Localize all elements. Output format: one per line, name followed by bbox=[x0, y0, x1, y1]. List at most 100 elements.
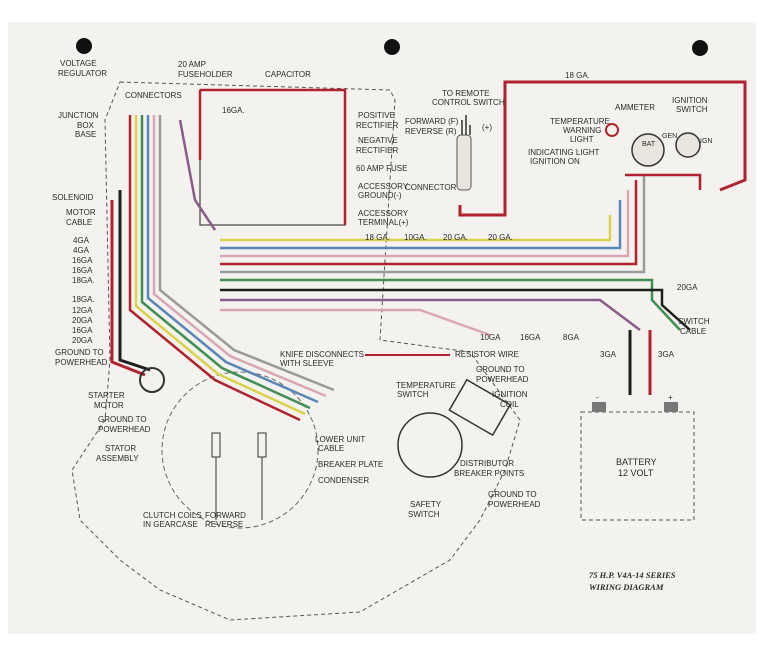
label-reverse: REVERSE (R) bbox=[405, 127, 457, 136]
label-ammeter: AMMETER bbox=[615, 103, 655, 112]
starter-motor bbox=[139, 367, 165, 393]
label-connector: CONNECTOR bbox=[405, 183, 457, 192]
label-gauge-left-2: 4GA bbox=[73, 246, 90, 255]
label-stator-assembly-2: ASSEMBLY bbox=[96, 454, 139, 463]
punch-hole-right bbox=[692, 40, 708, 56]
label-gauge-left-7: 12GA bbox=[72, 306, 93, 315]
label-indicating-light: INDICATING LIGHT bbox=[528, 148, 600, 157]
label-gauge-left-6: 18GA. bbox=[72, 295, 95, 304]
label-gauge-left-3: 16GA bbox=[72, 256, 93, 265]
label-gauge-left-8: 20GA bbox=[72, 316, 93, 325]
label-10ga-bottom: 10GA bbox=[480, 333, 501, 342]
battery-terminal-negative bbox=[592, 402, 606, 412]
punch-hole-center bbox=[384, 39, 400, 55]
label-negative-rectifier-2: RECTIFIER bbox=[356, 146, 398, 155]
paper-background bbox=[8, 22, 756, 634]
label-temperature-warning-light-2: WARNING bbox=[563, 126, 601, 135]
battery-terminal-positive bbox=[664, 402, 678, 412]
stator-circle bbox=[161, 371, 319, 529]
label-starter-motor-2: MOTOR bbox=[94, 401, 124, 410]
label-ignition-switch: IGNITION bbox=[672, 96, 708, 105]
label-knife-disconnects-2: WITH SLEEVE bbox=[280, 359, 334, 368]
label-lower-unit-cable-2: CABLE bbox=[318, 444, 344, 453]
label-starter-motor: STARTER bbox=[88, 391, 125, 400]
label-ground-powerhead-right-2: POWERHEAD bbox=[476, 375, 529, 384]
diagram-labels: VOLTAGE REGULATOR CONNECTORS 20 AMP FUSE… bbox=[52, 59, 712, 592]
label-temperature-switch-2: SWITCH bbox=[397, 390, 429, 399]
label-lower-unit-cable: LOWER UNIT bbox=[315, 435, 365, 444]
label-bus-10ga: 10GA. bbox=[404, 233, 427, 242]
label-solenoid: SOLENOID bbox=[52, 193, 94, 202]
label-stator-assembly: STATOR bbox=[105, 444, 136, 453]
label-ground-powerhead-bottom-2: POWERHEAD bbox=[488, 500, 541, 509]
label-bus-20ga-a: 20 GA. bbox=[443, 233, 468, 242]
temperature-warning-light bbox=[605, 123, 619, 137]
ammeter-gauge bbox=[631, 133, 665, 167]
label-60-amp-fuse: 60 AMP FUSE bbox=[356, 164, 407, 173]
label-indicating-light-2: IGNITION ON bbox=[530, 157, 580, 166]
label-motor-cable: MOTOR bbox=[66, 208, 96, 217]
label-ground-powerhead-top-2: POWERHEAD bbox=[55, 358, 108, 367]
label-safety-switch: SAFETY bbox=[410, 500, 442, 509]
distributor-circle bbox=[397, 412, 463, 478]
label-gauge-left-5: 18GA. bbox=[72, 276, 95, 285]
label-forward: FORWARD (F) bbox=[405, 117, 459, 126]
remote-connector-leads bbox=[461, 115, 471, 135]
ignition-switch-gauge bbox=[675, 132, 701, 158]
main-bus-cable bbox=[220, 175, 691, 337]
label-temperature-warning-light: TEMPERATURE bbox=[550, 117, 610, 126]
label-battery-plus: + bbox=[668, 393, 673, 402]
label-connectors: CONNECTORS bbox=[125, 91, 182, 100]
label-ground-powerhead-left: GROUND TO bbox=[98, 415, 147, 424]
label-gauge-left-1: 4GA bbox=[73, 236, 90, 245]
label-voltage-regulator: VOLTAGE bbox=[60, 59, 97, 68]
label-3ga-right: 3GA bbox=[658, 350, 675, 359]
label-to-remote: TO REMOTE bbox=[442, 89, 489, 98]
label-resistor-wire: RESISTOR WIRE bbox=[455, 350, 519, 359]
label-8ga-bottom: 8GA bbox=[563, 333, 580, 342]
wiring-harness bbox=[110, 115, 335, 422]
wire-junction-red bbox=[198, 88, 347, 225]
label-fuseholder-2: FUSEHOLDER bbox=[178, 70, 233, 79]
label-ignition-coil: IGNITION bbox=[492, 390, 528, 399]
label-clutch-coils-2: IN GEARCASE bbox=[143, 520, 198, 529]
label-gauge-left-9: 16GA bbox=[72, 326, 93, 335]
label-battery-2: 12 VOLT bbox=[618, 468, 654, 478]
label-capacitor: CAPACITOR bbox=[265, 70, 311, 79]
label-gauge-left-4: 16GA bbox=[72, 266, 93, 275]
label-bat: BAT bbox=[642, 141, 656, 148]
label-distributor: DISTRIBUTOR bbox=[460, 459, 514, 468]
label-18ga-top: 18 GA. bbox=[565, 71, 590, 80]
label-switch-cable-2: CABLE bbox=[680, 327, 706, 336]
label-junction-box: JUNCTION bbox=[58, 111, 99, 120]
label-bus-18ga: 18 GA. bbox=[365, 233, 390, 242]
label-gauge-left-10: 20GA bbox=[72, 336, 93, 345]
ignition-coil bbox=[448, 378, 512, 437]
label-knife-disconnects: KNIFE DISCONNECTS bbox=[280, 350, 364, 359]
label-safety-switch-2: SWITCH bbox=[408, 510, 440, 519]
wire-instrument-red bbox=[625, 173, 702, 190]
label-ground-powerhead-bottom: GROUND TO bbox=[488, 490, 537, 499]
label-bus-20ga-b: 20 GA. bbox=[488, 233, 513, 242]
label-ignition-coil-2: COIL bbox=[500, 400, 519, 409]
punch-hole-left bbox=[76, 38, 92, 54]
label-plus: (+) bbox=[482, 123, 492, 132]
label-clutch-forward: FORWARD bbox=[205, 511, 246, 520]
label-motor-cable-2: CABLE bbox=[66, 218, 92, 227]
label-temperature-switch: TEMPERATURE bbox=[396, 381, 456, 390]
label-junction-box-3: BASE bbox=[75, 130, 96, 139]
label-ign: IGN bbox=[700, 138, 712, 145]
label-ground-powerhead-top: GROUND TO bbox=[55, 348, 104, 357]
label-accessory-terminal-2: TERMINAL(+) bbox=[358, 218, 409, 227]
label-to-remote-2: CONTROL SWITCH bbox=[432, 98, 505, 107]
label-clutch-coils: CLUTCH COILS bbox=[143, 511, 202, 520]
label-diagram-title-2: WIRING DIAGRAM bbox=[589, 582, 664, 592]
label-16ga-top: 16GA. bbox=[222, 106, 245, 115]
label-3ga-left: 3GA bbox=[600, 350, 617, 359]
label-accessory-ground: ACCESSORY bbox=[358, 182, 409, 191]
label-20ga-right: 20GA bbox=[677, 283, 698, 292]
label-distributor-2: BREAKER POINTS bbox=[454, 469, 524, 478]
label-gen: GEN bbox=[662, 133, 677, 140]
label-voltage-regulator-2: REGULATOR bbox=[58, 69, 107, 78]
label-ignition-switch-2: SWITCH bbox=[676, 105, 708, 114]
